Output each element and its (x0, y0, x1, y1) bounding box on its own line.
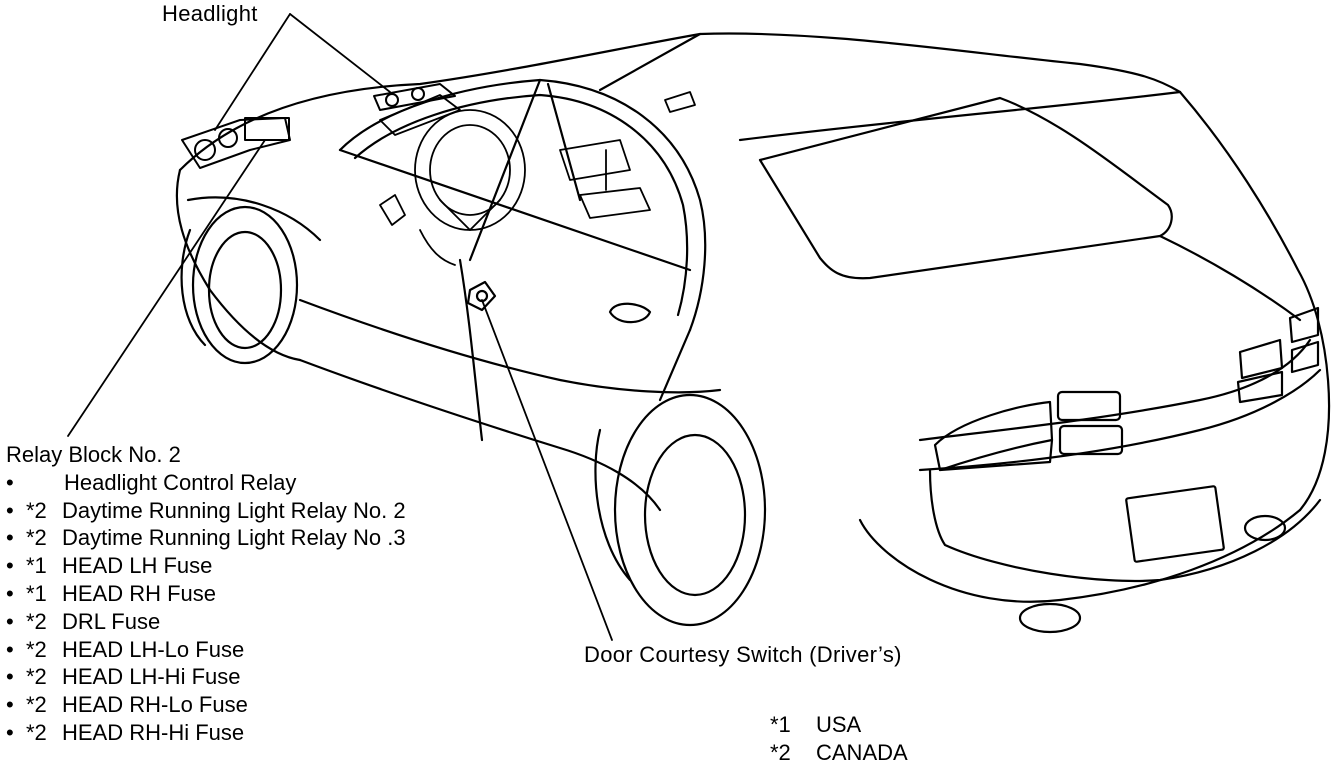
item-name: HEAD RH-Hi Fuse (62, 719, 245, 745)
leader-headlight-left (214, 13, 291, 131)
list-item: • *1 HEAD LH Fuse (6, 553, 212, 581)
bullet-icon: • (6, 469, 14, 495)
item-name: DRL Fuse (62, 608, 161, 634)
market-mark: *2 (26, 719, 47, 745)
footnote-text: CANADA (816, 740, 908, 765)
item-name: HEAD LH Fuse (62, 553, 213, 579)
bullet-icon: • (6, 525, 14, 551)
bullet-icon: • (6, 580, 14, 606)
market-mark: *1 (26, 553, 47, 579)
market-mark: *2 (26, 525, 47, 551)
headlight-label: Headlight (162, 1, 258, 26)
bullet-icon: • (6, 497, 14, 523)
rear-wheel (594, 393, 767, 627)
market-mark: *2 (26, 692, 47, 718)
market-mark: *1 (26, 580, 47, 606)
footnote-symbol: *1 (770, 712, 791, 737)
leader-headlight-right (289, 13, 391, 93)
item-name: HEAD LH-Hi Fuse (62, 664, 241, 690)
market-mark: *2 (26, 608, 47, 634)
interior-details (379, 91, 696, 266)
bullet-icon: • (6, 719, 14, 745)
leader-door-switch (481, 299, 613, 641)
list-item: • *2 HEAD LH-Hi Fuse (6, 664, 240, 692)
list-item: • *2 DRL Fuse (6, 609, 181, 637)
leader-relay-block (67, 139, 266, 437)
relay-block-title-text: Relay Block No. 2 (6, 442, 181, 467)
market-mark: *2 (26, 497, 47, 523)
bullet-icon: • (6, 553, 14, 579)
bullet-icon: • (6, 692, 14, 718)
item-name: HEAD RH-Lo Fuse (62, 692, 248, 718)
item-name: Headlight Control Relay (64, 469, 297, 495)
item-name: HEAD LH-Lo Fuse (62, 636, 245, 662)
list-item: • Headlight Control Relay (6, 469, 296, 498)
bullet-icon: • (6, 664, 14, 690)
list-item: • *2 Daytime Running Light Relay No. 2 (6, 497, 406, 526)
relay-block-title: Relay Block No. 2 (6, 442, 181, 470)
door-courtesy-switch-label: Door Courtesy Switch (Driver’s) (584, 642, 902, 667)
list-item: • *1 HEAD RH Fuse (6, 580, 216, 609)
item-name: HEAD RH Fuse (62, 580, 217, 606)
footnote-symbol: *2 (770, 740, 791, 765)
door-fittings (466, 280, 652, 324)
item-name: Daytime Running Light Relay No .3 (62, 525, 406, 551)
leader-lines (67, 13, 613, 641)
rear-bumper (928, 468, 1322, 634)
item-name: Daytime Running Light Relay No. 2 (62, 497, 406, 523)
list-item: • *2 HEAD RH-Lo Fuse (6, 692, 248, 720)
market-mark: *2 (26, 636, 47, 662)
list-item: • *2 Daytime Running Light Relay No .3 (6, 525, 406, 553)
list-item: • *2 HEAD RH-Hi Fuse (6, 719, 244, 748)
bullet-icon: • (6, 636, 14, 662)
rear-lamps (933, 306, 1320, 472)
bullet-icon: • (6, 608, 14, 634)
headlight-assembly (181, 83, 456, 169)
front-wheel (180, 205, 299, 365)
footnote-text: USA (816, 712, 862, 737)
relay-block-legend: Relay Block No. 2 • Headlight Control Re… (6, 442, 406, 748)
list-item: • *2 HEAD LH-Lo Fuse (6, 636, 244, 665)
market-mark: *2 (26, 664, 47, 690)
